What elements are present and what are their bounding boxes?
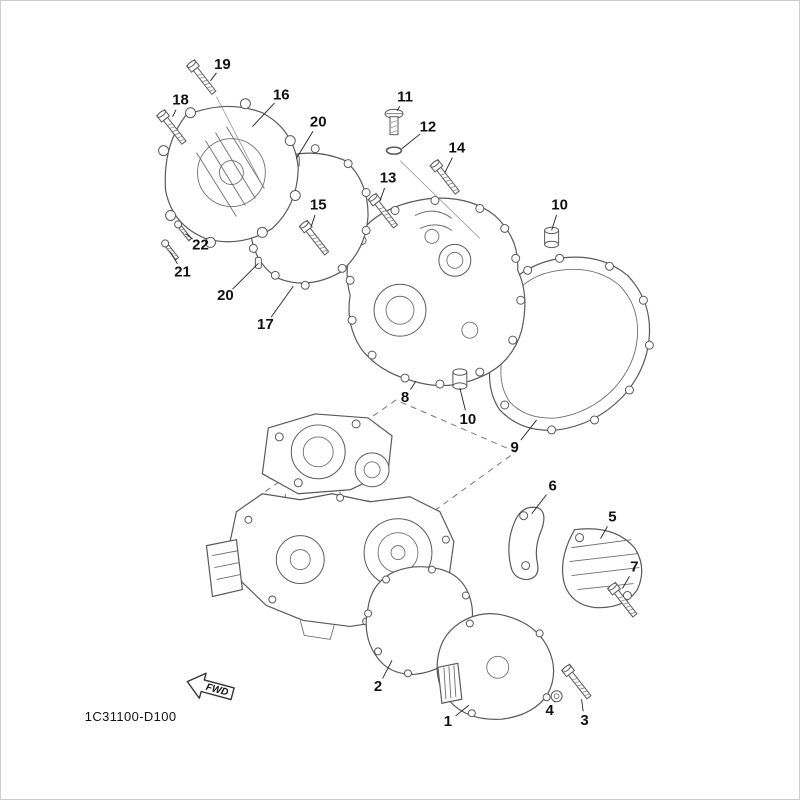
leader-line-21 [170,252,178,264]
leader-line-17 [270,286,294,318]
leader-line-12 [401,133,421,149]
callout-label-3: 3 [580,712,588,729]
stator-cover-part [436,613,555,720]
leader-line-19 [210,72,217,82]
washer-part [550,690,563,703]
callout-label-19: 19 [214,56,231,73]
fwd-arrow-icon [186,672,235,701]
callout-label-6: 6 [548,478,556,495]
clutch-cover-part [158,98,301,248]
leader-line-8 [410,380,417,390]
leader-line-7 [622,576,630,589]
leader-line-5 [600,526,608,539]
leader-line-1 [455,704,470,717]
dowel-pin-bottom [254,256,262,269]
collar-bottom [452,368,468,390]
crankcase-cover-part [345,196,526,389]
leader-line-10 [459,387,466,411]
callout-label-22: 22 [192,236,209,253]
callout-label-17: 17 [257,316,274,333]
callout-label-16: 16 [273,87,290,104]
cap-axis-line [399,160,481,239]
screw-21 [159,237,181,262]
bolt-14 [429,158,462,197]
leader-line-11 [396,106,401,111]
callout-label-1: 1 [444,713,452,730]
callout-label-11: 11 [397,89,413,106]
callout-label-13: 13 [380,170,397,187]
callout-label-12: 12 [420,119,437,136]
callout-label-7: 7 [630,559,638,576]
bolt19-axis-line [216,96,263,186]
leader-line-13 [379,187,386,201]
callout-label-20: 20 [217,287,234,304]
leader-line-18 [172,109,177,117]
o-ring [385,146,403,155]
callout-label-21: 21 [174,263,191,280]
leader-line-10 [551,214,557,231]
sprocket-guard-part [561,528,643,609]
leader-line-15 [310,214,316,227]
leader-line-2 [382,660,393,679]
leader-line-4 [553,701,556,703]
leader-line-6 [531,494,547,514]
callout-label-15: 15 [310,196,327,213]
callout-label-14: 14 [449,140,466,157]
leader-lines [170,72,630,717]
callout-label-10: 10 [460,411,477,428]
callout-label-20: 20 [310,114,327,131]
oil-filler-cap [384,108,404,136]
callout-label-5: 5 [608,509,616,526]
leader-line-20 [232,263,259,290]
callout-label-8: 8 [401,389,409,406]
callout-label-4: 4 [545,702,554,719]
callout-label-2: 2 [374,678,382,695]
diagram-part-code: 1C31100-D100 [85,709,177,724]
callout-label-9: 9 [511,439,519,456]
crankcase-cover-gasket-right [486,253,654,435]
bracket-part [508,506,545,581]
leader-line-14 [444,157,453,173]
leader-line-22 [185,233,193,240]
callout-label-18: 18 [172,92,189,109]
callout-label-10: 10 [551,196,568,213]
leader-line-9 [520,419,538,441]
leader-line-16 [252,102,275,127]
leader-line-3 [581,699,584,712]
fwd-direction-indicator: FWD [186,672,235,701]
leader-line-20 [295,130,314,159]
bolt-3 [560,663,594,701]
